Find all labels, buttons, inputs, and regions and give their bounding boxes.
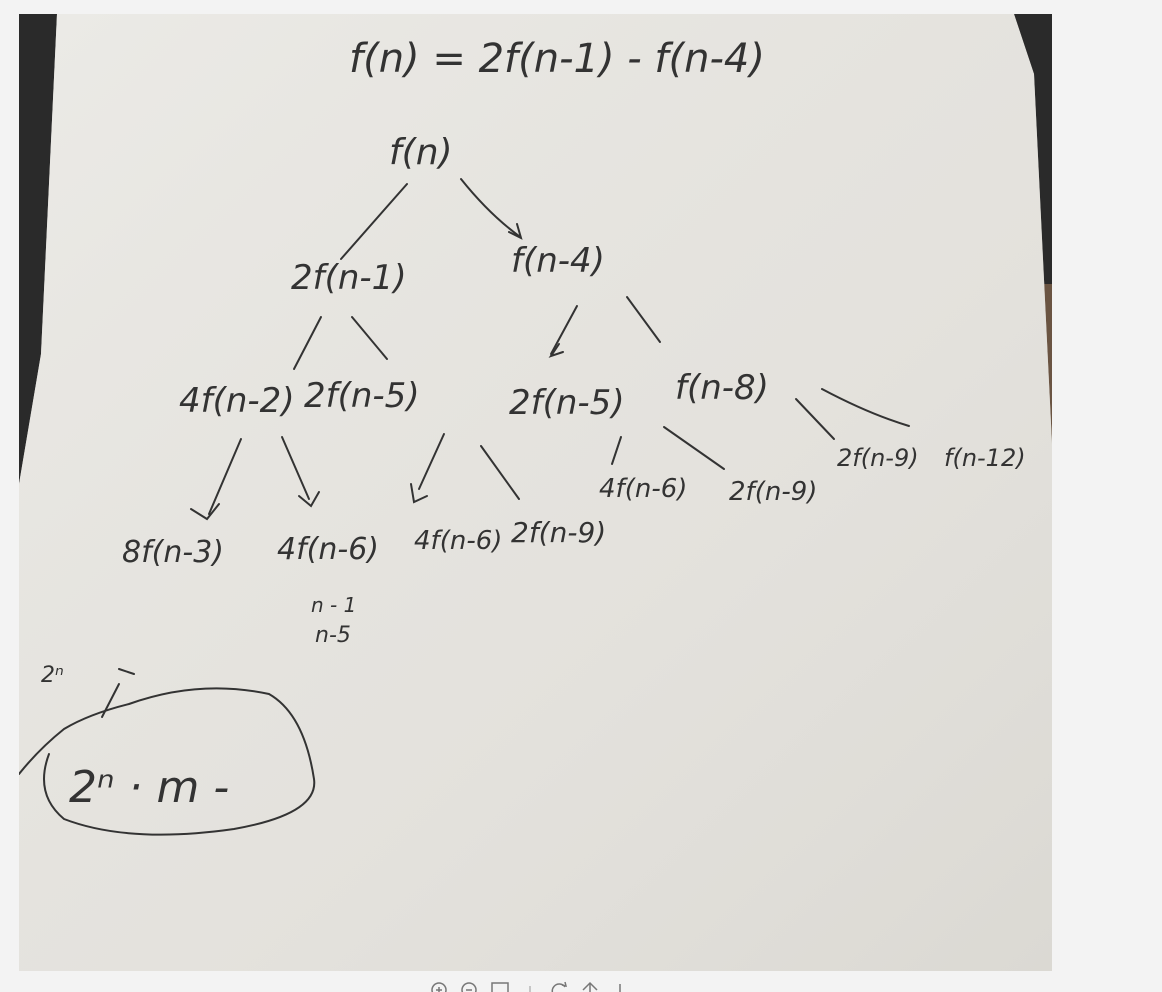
viewer-toolbar — [430, 980, 630, 992]
tree-leaf-4f-n-6-a: 4f(n-6) — [277, 532, 379, 567]
rotate-button[interactable] — [550, 980, 570, 992]
fit-screen-button[interactable] — [490, 980, 510, 992]
more-button[interactable] — [610, 980, 630, 992]
tree-leaf-4f-n-6-c: 4f(n-6) — [599, 474, 687, 504]
separator-button — [520, 980, 540, 992]
tree-leaf-2f-n-9-c: 2f(n-9) — [837, 444, 919, 472]
tree-node-2f-n-5-a: 2f(n-5) — [304, 376, 420, 416]
rotate-icon — [551, 981, 568, 992]
side-note-n-1: n - 1 — [311, 593, 356, 617]
tree-leaf-2f-n-9-a: 2f(n-9) — [511, 516, 606, 549]
more-icon — [619, 984, 621, 992]
zoom-out-icon — [461, 982, 477, 992]
photo: f(n) = 2f(n-1) - f(n-4) f(n) — [19, 14, 1052, 971]
side-note-n-5: n-5 — [315, 623, 351, 648]
tree-node-f-n-8: f(n-8) — [675, 368, 769, 408]
recurrence-text: f(n) = 2f(n-1) - f(n-4) — [349, 36, 765, 82]
zoom-in-icon — [431, 982, 447, 992]
tree-leaf-4f-n-6-b: 4f(n-6) — [414, 526, 502, 556]
tree-node-2f-n-5-b: 2f(n-5) — [509, 383, 625, 423]
zoom-in-button[interactable] — [430, 980, 450, 992]
side-note-2n: 2ⁿ — [41, 663, 64, 688]
result-expression: 2ⁿ · m - — [69, 762, 229, 813]
tree-node-4f-n-2: 4f(n-2) — [179, 381, 295, 421]
fit-screen-icon — [491, 982, 509, 992]
tree-leaf-2f-n-9-b: 2f(n-9) — [729, 477, 817, 507]
tree-root: f(n) — [389, 132, 453, 173]
download-button[interactable] — [580, 980, 600, 992]
tree-leaf-8f-n-3: 8f(n-3) — [122, 535, 224, 570]
divider-icon — [529, 986, 531, 992]
tree-leaf-f-n-12: f(n-12) — [944, 444, 1026, 472]
tree-node-f-n-4: f(n-4) — [511, 241, 605, 281]
download-icon — [582, 981, 598, 992]
zoom-out-button[interactable] — [460, 980, 480, 992]
tree-node-2f-n-1: 2f(n-1) — [291, 258, 407, 298]
handwritten-notes-photo: f(n) = 2f(n-1) - f(n-4) f(n) — [19, 14, 1052, 971]
